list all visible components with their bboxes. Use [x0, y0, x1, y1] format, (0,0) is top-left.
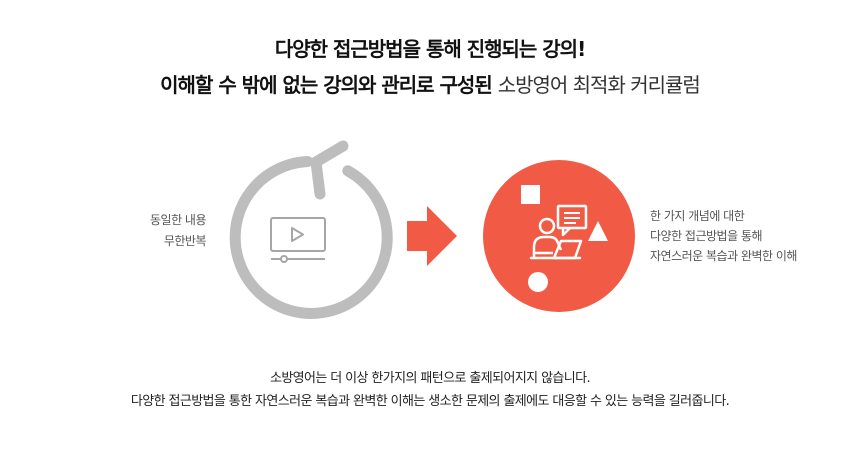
right-caption-line-2: 다양한 접근방법을 통해 — [650, 229, 763, 243]
learner-with-laptop-icon — [483, 160, 635, 312]
heading-line-1: 다양한 접근방법을 통해 진행되는 강의! — [274, 37, 586, 61]
footer-line-2: 다양한 접근방법을 통한 자연스러운 복습과 완벽한 이해는 생소한 문제의 출… — [130, 394, 730, 409]
footer-line-1: 소방영어는 더 이상 한가지의 패턴으로 출제되어지지 않습니다. — [269, 371, 591, 386]
right-caption-line-1: 한 가지 개념에 대한 — [650, 209, 745, 223]
video-play-icon — [270, 217, 326, 263]
left-caption-line-2: 무한반복 — [163, 234, 207, 248]
right-arrow-icon — [407, 206, 457, 266]
right-caption-line-3: 자연스러운 복습과 완벽한 이해 — [650, 249, 797, 263]
heading-line-2-bold: 이해할 수 밖에 없는 강의와 관리로 구성된 — [160, 73, 498, 97]
left-caption-line-1: 동일한 내용 — [149, 213, 207, 227]
heading-line-2: 이해할 수 밖에 없는 강의와 관리로 구성된 소방영어 최적화 커리큘럼 — [0, 70, 860, 100]
right-caption: 한 가지 개념에 대한 다양한 접근방법을 통해 자연스러운 복습과 완벽한 이… — [650, 206, 850, 266]
heading-line-2-light: 소방영어 최적화 커리큘럼 — [497, 73, 701, 97]
left-caption: 동일한 내용 무한반복 — [110, 210, 207, 252]
